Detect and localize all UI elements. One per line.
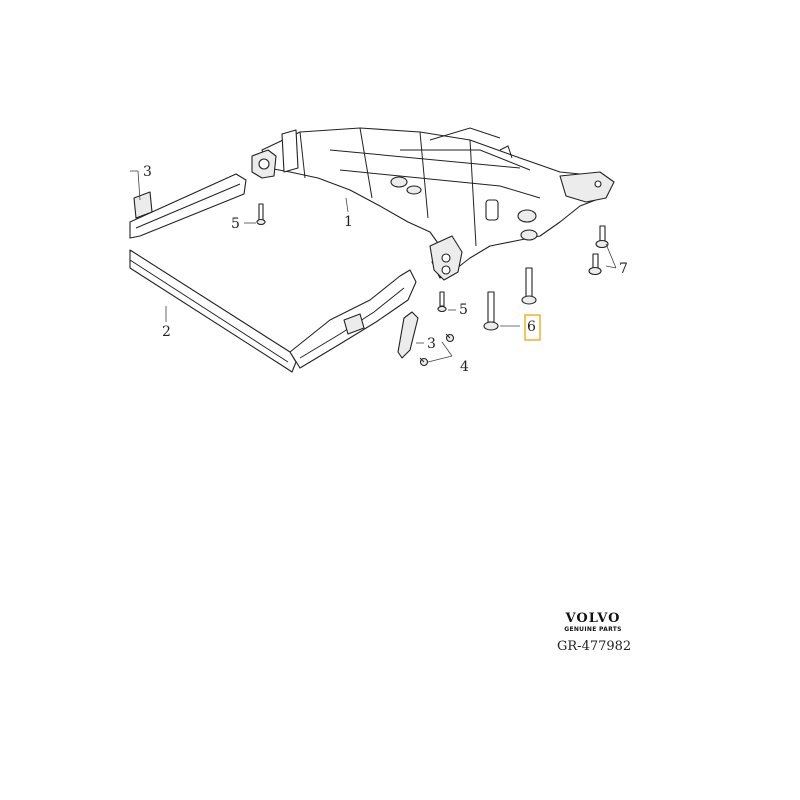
diagram-reference-number: GR-477982 [557,639,632,654]
callout-3-left[interactable]: 3 [143,164,152,180]
bolt-part-5-left[interactable] [256,203,266,226]
callout-2[interactable]: 2 [162,324,171,340]
callout-5-right[interactable]: 5 [459,302,468,318]
callout-5-left[interactable]: 5 [231,216,240,232]
bracket-part-3-left[interactable] [133,191,153,219]
callout-3-right[interactable]: 3 [427,336,436,352]
callout-6-highlight [524,314,541,341]
callout-7[interactable]: 7 [619,261,628,277]
screw-part-4[interactable] [419,333,455,367]
leader-lines [130,170,617,363]
brand-tagline: GENUINE PARTS [564,626,622,633]
callout-4[interactable]: 4 [460,359,469,375]
callout-6[interactable]: 6 [527,319,536,335]
cross-beam-part-2[interactable] [129,173,417,373]
bolt-part-6-right[interactable] [521,267,537,305]
brand-name: VOLVO [565,611,621,626]
bracket-part-3-right[interactable] [397,311,419,359]
bolt-part-5-right[interactable] [437,291,447,313]
volvo-genuine-parts-logo: VOLVO GENUINE PARTS [557,612,629,634]
bolt-part-7[interactable] [588,225,609,276]
subframe-part-1[interactable] [251,127,615,281]
callout-1[interactable]: 1 [344,214,353,230]
bolt-part-6-left[interactable] [483,291,499,331]
